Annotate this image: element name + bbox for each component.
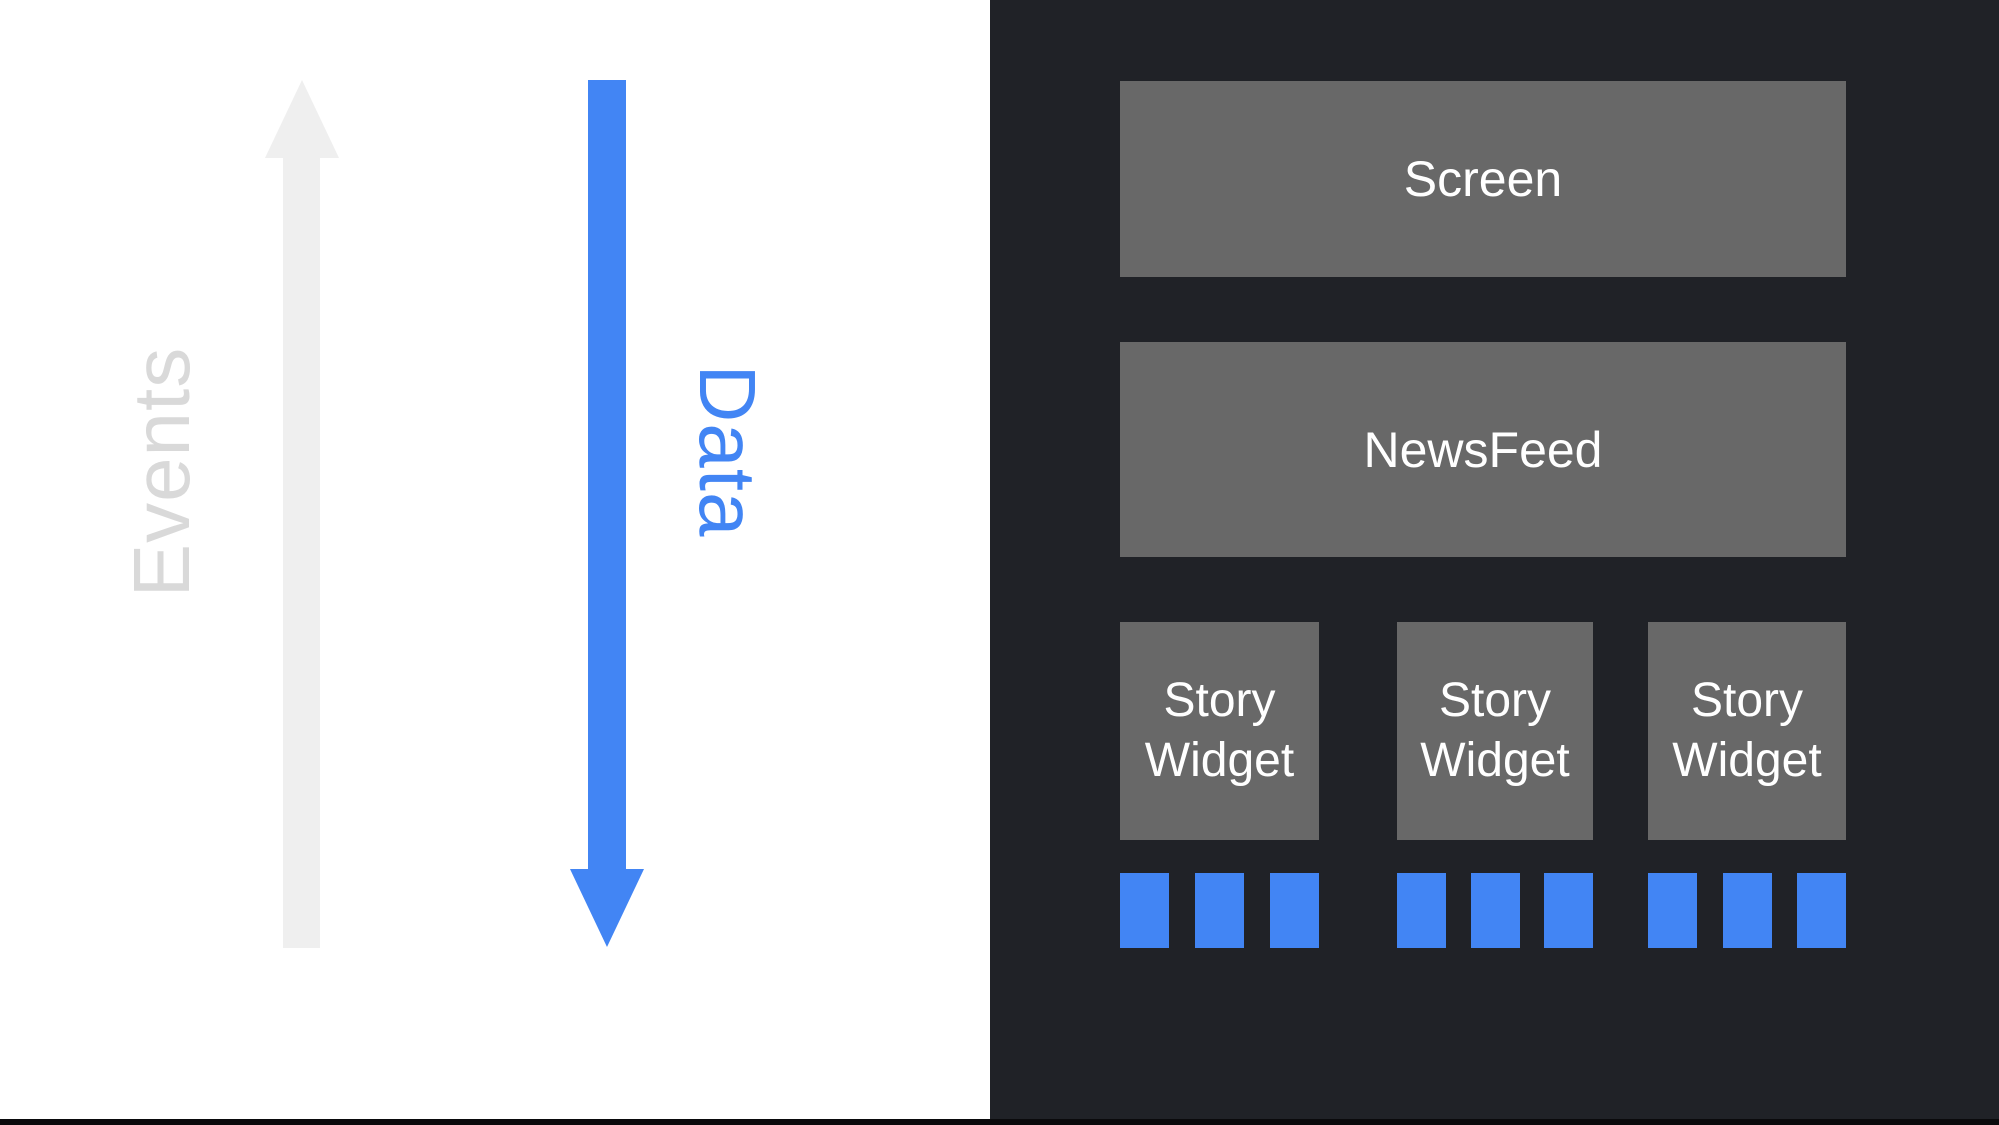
data-square — [1397, 873, 1446, 948]
events-label: Events — [117, 346, 206, 598]
story-widget-label: Story Widget — [1420, 674, 1570, 787]
down-arrow-shaft — [588, 80, 626, 870]
story-widget-label: Story Widget — [1672, 674, 1822, 787]
story-widget-box: Story Widget — [1397, 622, 1593, 840]
story-widget-box: Story Widget — [1648, 622, 1846, 840]
data-squares-group — [1397, 873, 1593, 948]
up-arrow-shaft — [283, 156, 320, 948]
bottom-letterbox-bar — [0, 1119, 1999, 1125]
newsfeed-box: NewsFeed — [1120, 342, 1846, 557]
story-widget-label: Story Widget — [1144, 674, 1295, 787]
up-arrowhead-icon — [265, 80, 339, 158]
screen-box-label: Screen — [1403, 151, 1563, 207]
data-square — [1648, 873, 1697, 948]
story-widget-box: Story Widget — [1120, 622, 1319, 840]
data-squares-group — [1648, 873, 1846, 948]
data-square — [1470, 873, 1520, 948]
data-square — [1797, 873, 1846, 948]
screen-box: Screen — [1120, 81, 1846, 277]
data-square — [1195, 873, 1244, 948]
data-square — [1544, 873, 1593, 948]
data-square — [1722, 873, 1772, 948]
newsfeed-box-label: NewsFeed — [1363, 421, 1603, 478]
data-square — [1270, 873, 1319, 948]
data-label: Data — [683, 364, 772, 538]
data-square — [1120, 873, 1169, 948]
data-squares-group — [1120, 873, 1319, 948]
down-arrowhead-icon — [570, 869, 644, 947]
